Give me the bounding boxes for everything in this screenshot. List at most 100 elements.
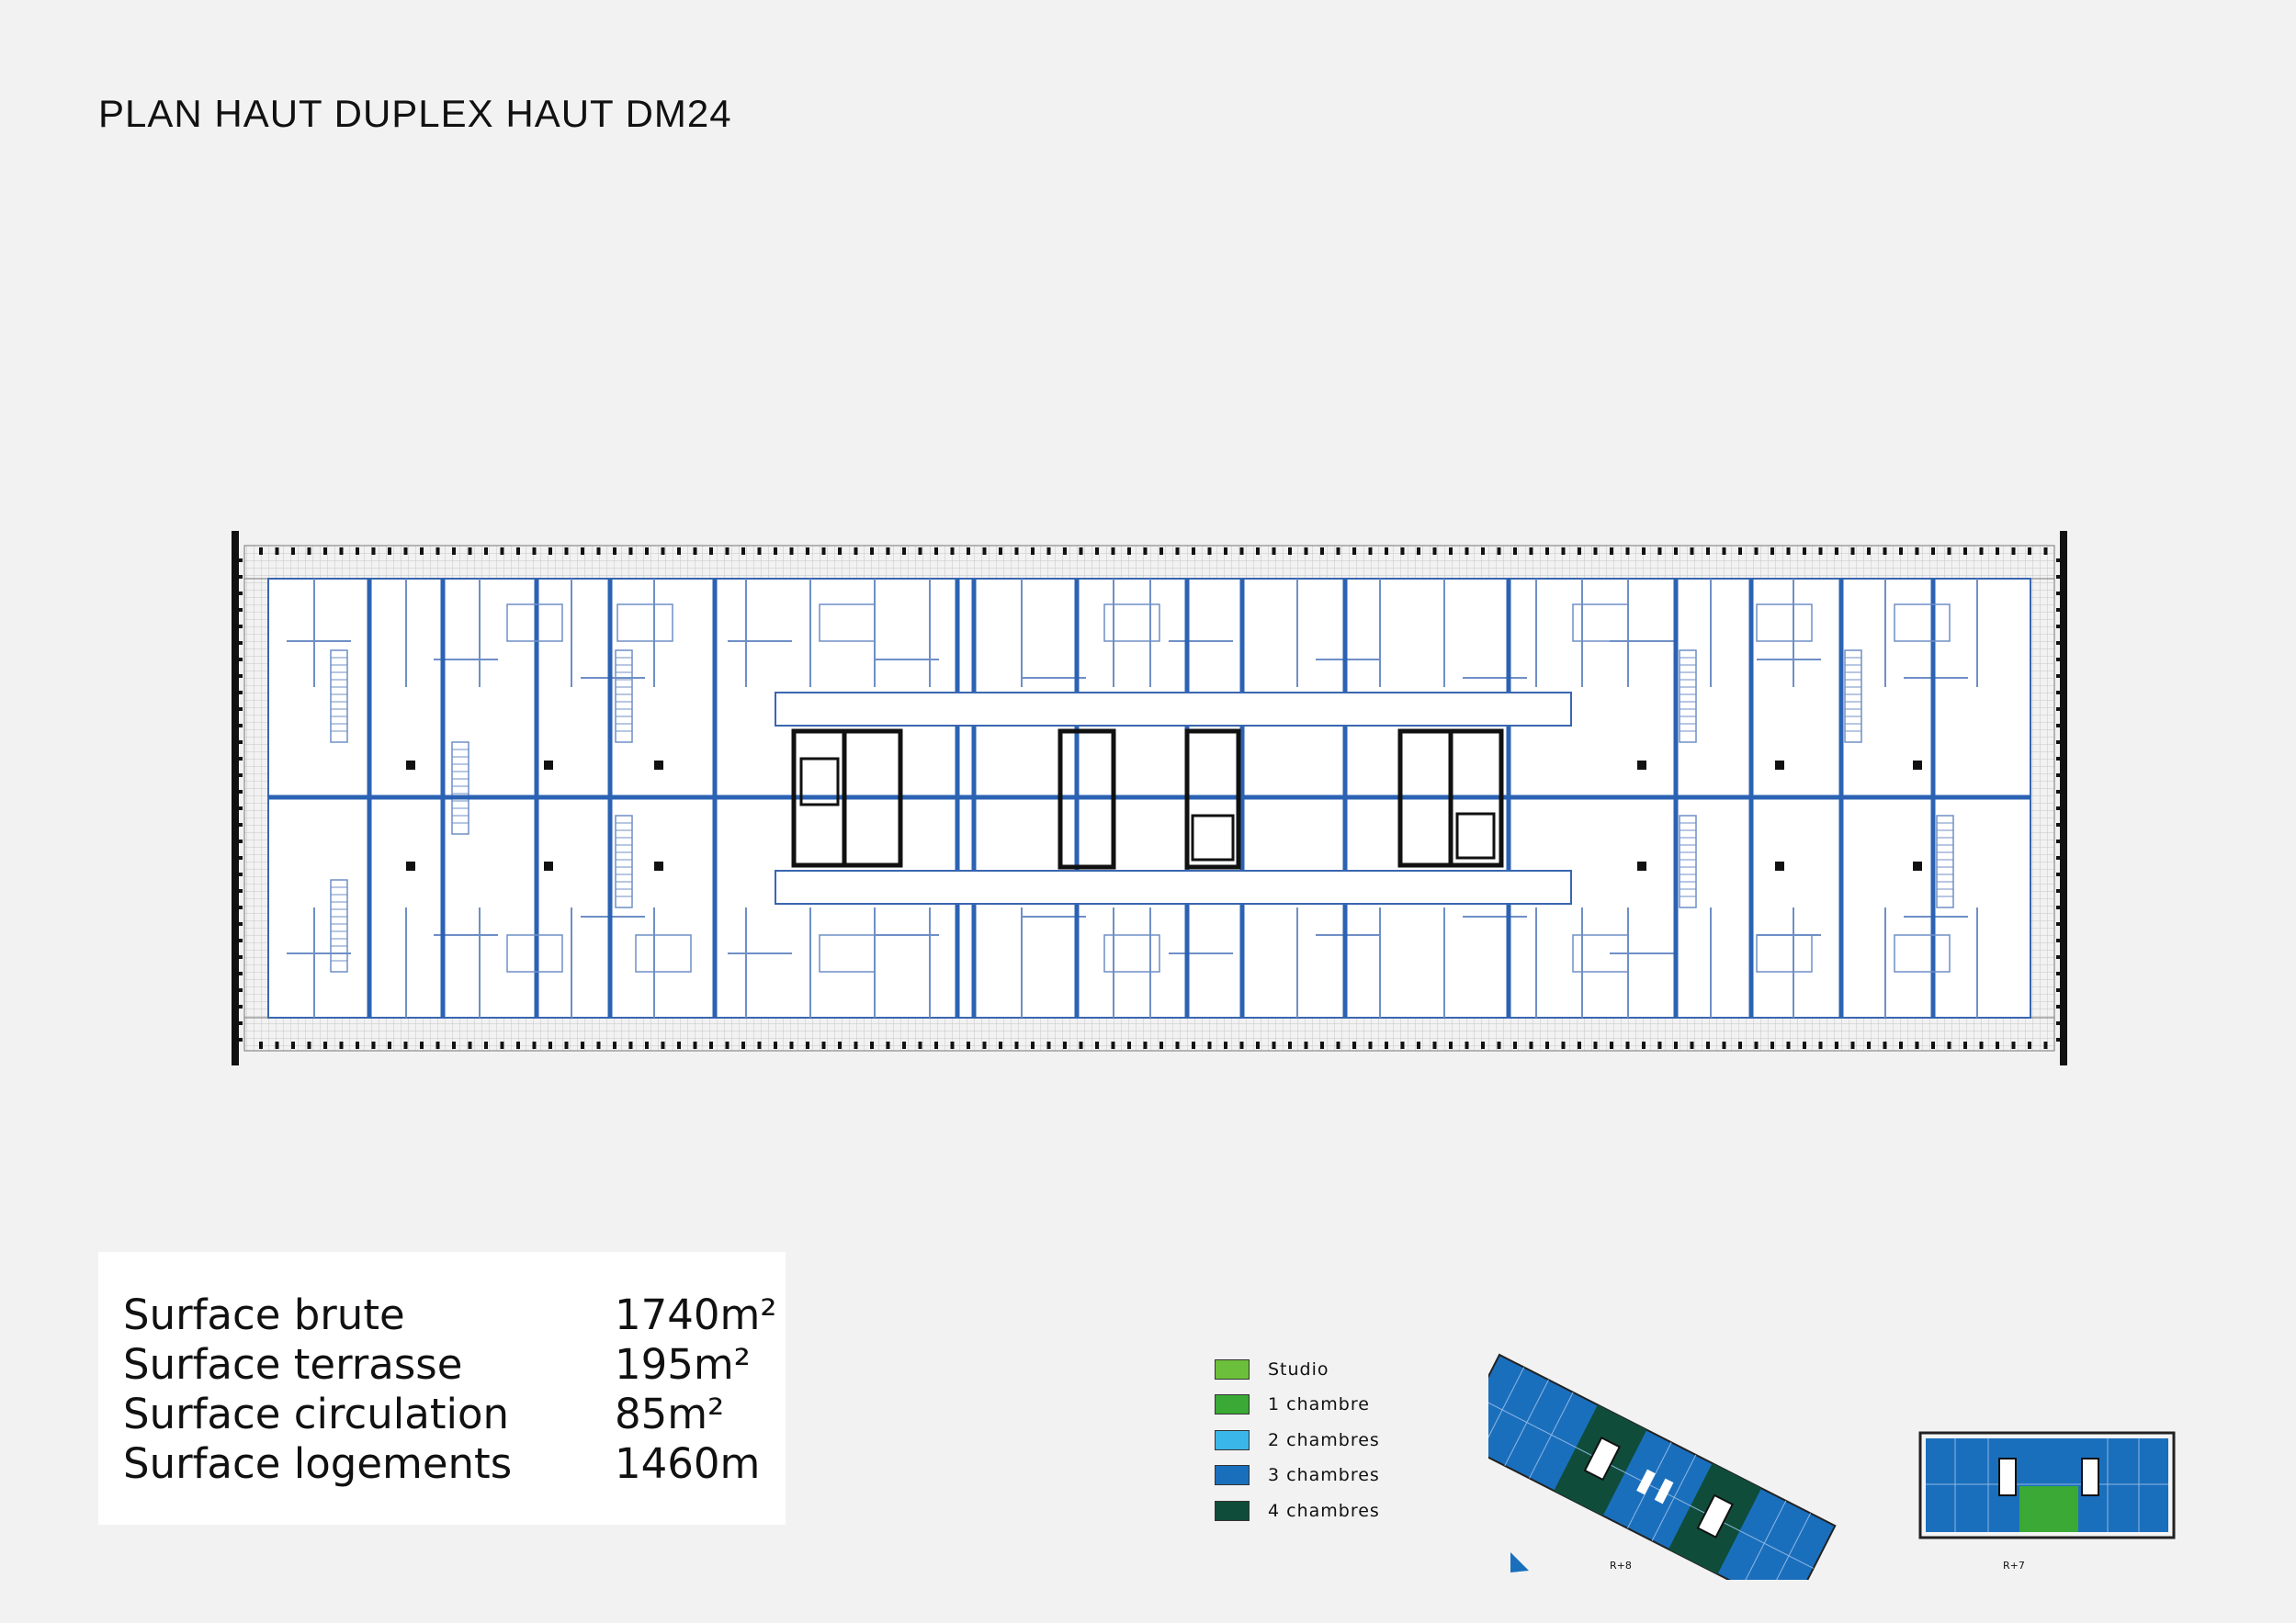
column bbox=[654, 761, 663, 770]
facade-post bbox=[2056, 823, 2062, 827]
facade-post bbox=[1385, 1042, 1388, 1049]
furniture-item bbox=[1572, 934, 1629, 973]
furniture-item bbox=[506, 934, 563, 973]
legend-swatch bbox=[1215, 1501, 1250, 1521]
facade-post bbox=[1400, 1042, 1405, 1049]
facade-post bbox=[1610, 547, 1613, 555]
column bbox=[406, 862, 415, 871]
facade-post bbox=[741, 547, 745, 555]
facade-post bbox=[1320, 547, 1324, 555]
facade-post bbox=[838, 1042, 842, 1049]
facade-post bbox=[854, 547, 858, 555]
floor-plan-drawing bbox=[232, 531, 2067, 1065]
facade-post bbox=[1835, 1042, 1838, 1049]
facade-post bbox=[741, 1042, 745, 1049]
facade-post bbox=[870, 547, 874, 555]
facade-post bbox=[1706, 547, 1710, 555]
facade-post bbox=[1046, 547, 1051, 555]
facade-post bbox=[371, 547, 376, 555]
facade-post bbox=[645, 547, 649, 555]
facade-post bbox=[1432, 547, 1437, 555]
stat-label: Surface logements bbox=[123, 1439, 513, 1488]
facade-post bbox=[1111, 1042, 1115, 1049]
elevator-left bbox=[799, 757, 840, 806]
facade-post bbox=[1593, 1042, 1598, 1049]
terrace-left bbox=[243, 578, 269, 1019]
elevator-center-right bbox=[1191, 814, 1235, 862]
stair bbox=[615, 649, 633, 743]
facade-post bbox=[2056, 906, 2062, 909]
facade-post bbox=[821, 547, 826, 555]
furniture-item bbox=[635, 934, 692, 973]
corridor-bottom bbox=[775, 870, 1572, 905]
facade-post bbox=[237, 873, 243, 876]
facade-post bbox=[549, 1042, 552, 1049]
terrace-right bbox=[2030, 578, 2055, 1019]
facade-post bbox=[2056, 724, 2062, 727]
facade-post bbox=[1127, 547, 1131, 555]
facade-post bbox=[237, 856, 243, 860]
facade-post bbox=[403, 1042, 408, 1049]
facade-post bbox=[1883, 547, 1887, 555]
facade-post bbox=[1899, 547, 1903, 555]
column bbox=[544, 862, 553, 871]
stair bbox=[1679, 649, 1697, 743]
column bbox=[1637, 862, 1646, 871]
facade-post bbox=[237, 592, 243, 595]
facade-post bbox=[2056, 625, 2062, 628]
furniture-item bbox=[506, 603, 563, 642]
core-stair-left bbox=[791, 728, 903, 868]
facade-post bbox=[237, 972, 243, 975]
facade-post bbox=[1207, 1042, 1212, 1049]
furniture-item bbox=[1894, 603, 1951, 642]
legend-swatch bbox=[1215, 1430, 1250, 1450]
facade-post bbox=[1143, 1042, 1148, 1049]
facade-post bbox=[2056, 939, 2062, 942]
facade-post bbox=[1224, 547, 1227, 555]
facade-post bbox=[2043, 547, 2048, 555]
facade-post bbox=[581, 1042, 584, 1049]
stair bbox=[451, 741, 469, 835]
facade-post bbox=[902, 547, 906, 555]
facade-post bbox=[237, 641, 243, 645]
stat-label: Surface brute bbox=[123, 1291, 405, 1339]
facade-post bbox=[1417, 547, 1420, 555]
facade-post bbox=[1336, 547, 1340, 555]
facade-post bbox=[259, 1042, 263, 1049]
facade-post bbox=[725, 1042, 730, 1049]
facade-post bbox=[2056, 658, 2062, 661]
facade-post bbox=[2056, 889, 2062, 893]
facade-post bbox=[237, 674, 243, 678]
facade-post bbox=[1979, 547, 1984, 555]
facade-post bbox=[1545, 1042, 1549, 1049]
facade-post bbox=[999, 547, 1002, 555]
facade-post bbox=[886, 547, 890, 555]
facade-post bbox=[982, 547, 987, 555]
facade-post bbox=[1175, 547, 1180, 555]
facade-post bbox=[1963, 547, 1967, 555]
facade-post bbox=[661, 1042, 665, 1049]
facade-post bbox=[1850, 547, 1855, 555]
column bbox=[1775, 862, 1784, 871]
facade-post bbox=[1899, 1042, 1903, 1049]
facade-post bbox=[237, 889, 243, 893]
furniture-item bbox=[1103, 934, 1160, 973]
facade-post bbox=[677, 1042, 681, 1049]
facade-post bbox=[2056, 691, 2062, 694]
facade-post bbox=[982, 1042, 987, 1049]
facade-post bbox=[1690, 547, 1694, 555]
facade-post bbox=[2011, 1042, 2016, 1049]
stairs bbox=[330, 649, 1954, 973]
legend-label: 2 chambres bbox=[1268, 1430, 1380, 1450]
column bbox=[1637, 761, 1646, 770]
facade-post bbox=[1192, 547, 1195, 555]
column bbox=[1913, 761, 1922, 770]
stat-value: 85m² bbox=[615, 1390, 725, 1438]
facade-post bbox=[1207, 547, 1212, 555]
facade-post bbox=[564, 547, 569, 555]
legend-label: 4 chambres bbox=[1268, 1501, 1380, 1521]
facade-post bbox=[661, 547, 665, 555]
facade-post bbox=[500, 547, 504, 555]
facade-post bbox=[2056, 608, 2062, 612]
facade-post bbox=[435, 547, 440, 555]
